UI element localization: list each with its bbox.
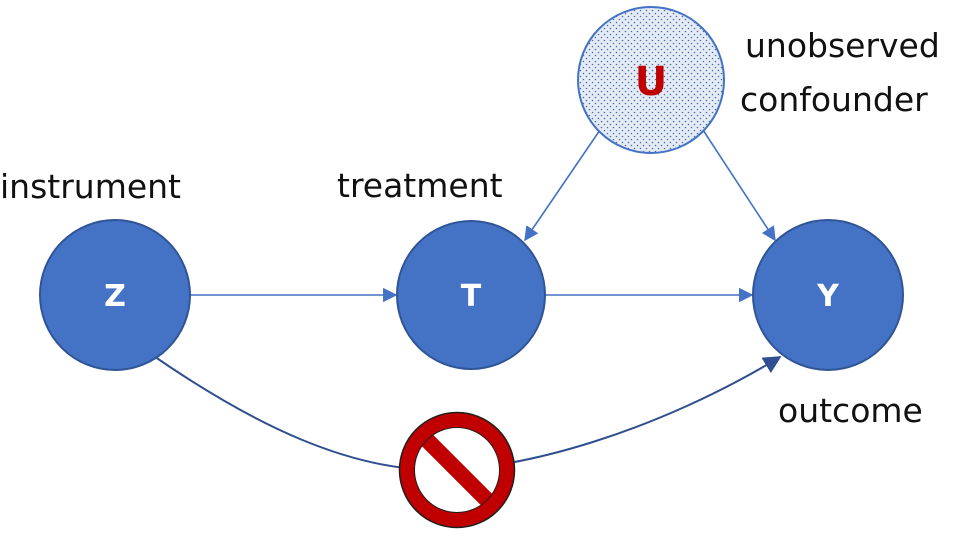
outcome-label: outcome (778, 391, 923, 430)
instrument-label: instrument (0, 167, 181, 206)
prohibited-icon (398, 411, 516, 529)
node-y: Y (752, 219, 904, 371)
unobserved-label: unobserved (745, 26, 940, 65)
node-u-letter: U (635, 59, 667, 105)
node-y-letter: Y (816, 279, 840, 314)
treatment-label: treatment (337, 166, 503, 205)
node-z-letter: Z (104, 279, 126, 314)
node-u: U (577, 6, 725, 154)
edge-u-to-t (524, 129, 601, 242)
edge-u-to-y (702, 129, 776, 242)
confounder-label: confounder (740, 80, 928, 119)
node-t: T (396, 220, 546, 370)
node-t-letter: T (461, 279, 482, 314)
node-z: Z (39, 219, 191, 371)
